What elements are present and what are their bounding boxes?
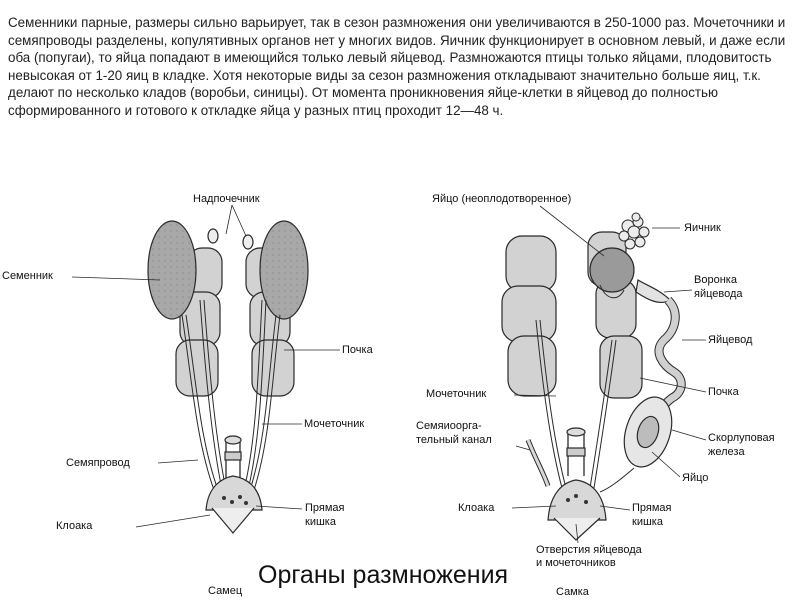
label-female-oviduct: Яйцевод xyxy=(708,334,753,346)
female-egg xyxy=(636,415,660,449)
label-male-ureter: Мочеточник xyxy=(304,418,365,430)
label-male-rectum-2: кишка xyxy=(305,516,336,528)
female-infundibulum xyxy=(635,279,671,304)
male-adrenal-right xyxy=(242,234,254,250)
label-female-rectum-2: кишка xyxy=(632,516,663,528)
intro-paragraph: Семенники парные, размеры сильно варьиру… xyxy=(8,15,786,118)
male-ureter-left xyxy=(199,299,223,491)
caption-female: Самка xyxy=(556,586,589,598)
female-egg-unfertilized xyxy=(589,247,635,293)
page-title: Органы размножения xyxy=(258,561,509,589)
male-ureter-right xyxy=(243,299,263,491)
female-cloaca xyxy=(547,479,607,521)
label-female-ovary: Яичник xyxy=(684,222,721,234)
label-female-ureter: Мочеточник xyxy=(426,388,487,400)
male-adrenal-left xyxy=(207,228,219,244)
label-female-openings-1: Отверстия яйцевода xyxy=(536,544,642,556)
label-male-cloaca: Клоака xyxy=(56,520,93,532)
label-female-urogenital-2: тельный канал xyxy=(416,434,492,446)
label-female-cloaca: Клоака xyxy=(458,502,495,514)
label-female-shell-gland-2: железа xyxy=(708,446,745,458)
male-system xyxy=(71,204,340,534)
label-female-rectum-1: Прямая xyxy=(632,502,672,514)
label-female-shell-gland-1: Скорлуповая xyxy=(708,432,775,444)
label-female-kidney: Почка xyxy=(708,386,739,398)
female-kidney-left xyxy=(501,235,557,397)
label-female-urogenital-1: Семяиоорга- xyxy=(416,420,482,432)
female-system xyxy=(501,205,707,544)
label-female-egg: Яйцо xyxy=(682,472,709,484)
label-male-kidney: Почка xyxy=(342,344,373,356)
caption-male: Самец xyxy=(208,585,243,597)
female-ureter-left xyxy=(535,319,563,489)
male-cloaca xyxy=(205,475,263,511)
male-testis-right xyxy=(259,220,309,320)
label-male-rectum-1: Прямая xyxy=(305,502,345,514)
label-female-openings-2: и мочеточников xyxy=(536,557,616,569)
male-vas-left xyxy=(181,314,215,491)
male-testis-left xyxy=(147,220,197,320)
label-female-infundibulum-2: яйцевода xyxy=(694,288,743,300)
label-male-adrenal: Надпочечник xyxy=(193,193,260,205)
female-ovary xyxy=(618,212,650,250)
label-female-infundibulum-1: Воронка xyxy=(694,274,737,286)
male-vas-right xyxy=(249,314,277,491)
label-male-vas-deferens: Семяпровод xyxy=(66,457,130,469)
label-male-testis: Семенник xyxy=(2,270,53,282)
female-ureter-right xyxy=(589,339,613,489)
label-female-egg-unfertilized: Яйцо (неоплодотворенное) xyxy=(432,193,572,205)
